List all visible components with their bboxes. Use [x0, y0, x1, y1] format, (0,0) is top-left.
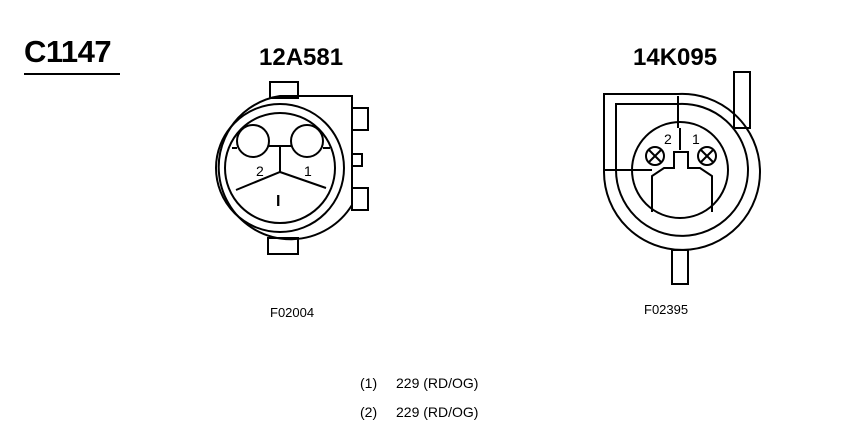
component-a-part-number: 12A581 [259, 44, 344, 71]
connector-b-pin-1 [697, 146, 717, 166]
connector-a-side-tab-top [351, 107, 369, 131]
connector-a-ring-outer [215, 103, 345, 233]
connector-b-pin-label-2: 2 [664, 131, 672, 147]
connector-a-diagram: 2 1 I [215, 81, 369, 255]
connector-a-pin-label-2: 2 [256, 163, 264, 179]
connector-a-top-latch [269, 81, 299, 99]
circuit-row: (1) 229 (RD/OG) [360, 375, 478, 391]
connector-b-diagram: 2 1 [603, 71, 761, 285]
circuit-pin: (2) [360, 404, 378, 420]
title-underline [24, 73, 120, 75]
connector-a-pin-cavity-2 [236, 124, 270, 158]
connector-a-side-tab-mid [351, 153, 363, 167]
component-a-figure-code: F02004 [270, 305, 315, 320]
connector-b-bottom-wire [671, 249, 689, 285]
circuit-value: 229 (RD/OG) [396, 375, 479, 391]
circuit-row: (2) 229 (RD/OG) [360, 404, 478, 420]
connector-b-pin-2 [645, 146, 665, 166]
connector-a-pin-cavity-1 [290, 124, 324, 158]
connector-title: C1147 [24, 34, 112, 69]
component-b-part-number: 14K095 [633, 44, 718, 71]
component-b-figure-code: F02395 [644, 302, 689, 317]
connector-a-key-mark: I [276, 193, 280, 210]
connector-a-ring-inner [224, 112, 336, 224]
circuit-value: 229 (RD/OG) [396, 404, 479, 420]
connector-a-bottom-latch [267, 237, 299, 255]
connector-b-terminal-window [651, 151, 713, 212]
connector-b-pin-label-1: 1 [692, 131, 700, 147]
connector-a-side-tab-bottom [351, 187, 369, 211]
circuit-pin: (1) [360, 375, 378, 391]
connector-a-key-chevron [235, 170, 327, 191]
connector-b-housing [603, 92, 761, 251]
connector-a-pin-label-1: 1 [304, 163, 312, 179]
connector-b-inner-ring [615, 102, 749, 237]
connector-b-top-wire [733, 71, 751, 129]
